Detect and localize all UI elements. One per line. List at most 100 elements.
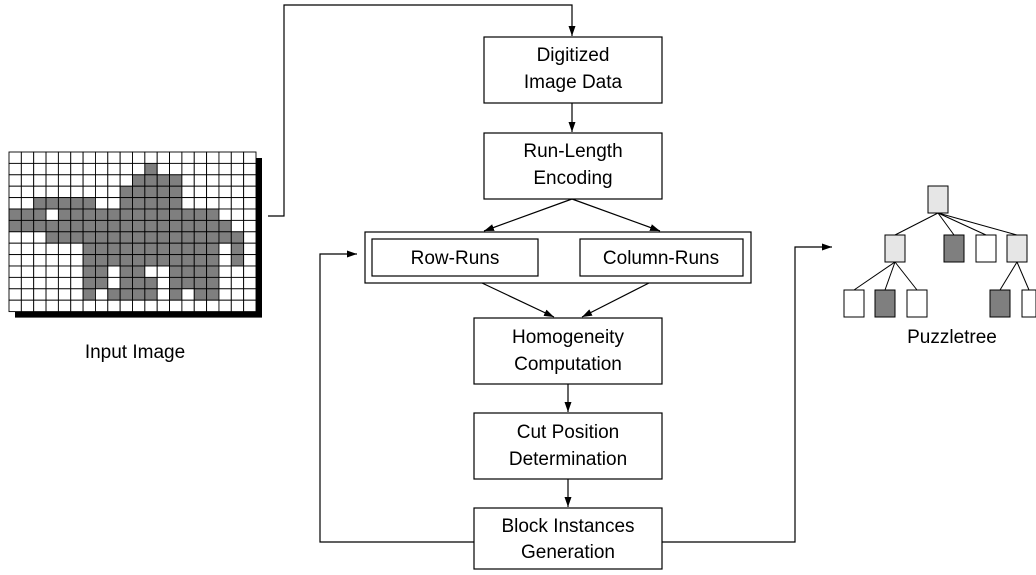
pixel-empty [218, 162, 232, 176]
pixel-filled [193, 208, 208, 221]
tree-edge [937, 212, 955, 236]
pixel-filled [20, 219, 35, 233]
pixel-filled [181, 208, 195, 221]
pixel-filled [45, 219, 59, 233]
tree-edge [937, 212, 987, 236]
pixel-filled [107, 219, 121, 233]
rle-label-line2: Encoding [533, 168, 612, 189]
pixel-empty [218, 288, 232, 301]
pixel-empty [70, 254, 84, 267]
pixel-empty [20, 288, 35, 301]
pixel-empty [119, 151, 133, 164]
pixel-filled [206, 276, 220, 290]
pixel-empty [8, 197, 22, 210]
pixel-empty [230, 288, 245, 301]
pixel-filled [206, 288, 220, 301]
pixel-empty [20, 174, 35, 187]
pixel-filled [156, 197, 170, 210]
pixel-empty [33, 185, 47, 199]
column-runs-box [579, 238, 744, 277]
pixel-filled [156, 231, 170, 244]
pixel-empty [243, 197, 257, 210]
pixel-filled [169, 208, 183, 221]
pixel-filled [82, 208, 96, 221]
pixel-empty [243, 185, 257, 199]
pixel-empty [156, 151, 170, 164]
pixel-filled [132, 254, 146, 267]
pixel-filled [132, 231, 146, 244]
pixel-empty [94, 299, 109, 313]
pixel-empty [243, 299, 257, 313]
pixel-filled [119, 276, 133, 290]
pixel-empty [70, 174, 84, 187]
homogeneity-computation-box: Homogeneity Computation [473, 317, 663, 385]
pixel-filled [107, 254, 121, 267]
puzzletree-graphic [843, 185, 1036, 318]
pixel-filled [119, 242, 133, 256]
pixel-empty [33, 174, 47, 187]
pixel-filled [169, 219, 183, 233]
pixel-empty [33, 299, 47, 313]
pixel-empty [107, 185, 121, 199]
pixel-empty [218, 197, 232, 210]
pixel-filled [218, 231, 232, 244]
pixel-empty [243, 208, 257, 221]
pixel-empty [206, 174, 220, 187]
pixel-filled [94, 208, 109, 221]
pixel-empty [57, 185, 72, 199]
pixel-filled [82, 219, 96, 233]
pixel-empty [8, 288, 22, 301]
pixel-filled [144, 174, 158, 187]
pixel-filled [169, 288, 183, 301]
pixel-empty [70, 185, 84, 199]
pixel-empty [218, 151, 232, 164]
pixel-empty [218, 276, 232, 290]
pixel-filled [193, 265, 208, 278]
pixel-empty [94, 197, 109, 210]
pixel-empty [70, 151, 84, 164]
pixel-empty [57, 151, 72, 164]
pixel-empty [20, 242, 35, 256]
pixel-filled [94, 265, 109, 278]
pixel-empty [243, 231, 257, 244]
pixel-empty [230, 299, 245, 313]
pixel-filled [144, 231, 158, 244]
pixel-empty [20, 254, 35, 267]
pixel-filled [144, 288, 158, 301]
pixel-empty [45, 299, 59, 313]
pixel-filled [193, 254, 208, 267]
pixel-filled [70, 231, 84, 244]
pixel-empty [206, 162, 220, 176]
pixel-empty [181, 162, 195, 176]
pixel-empty [144, 151, 158, 164]
pixel-empty [230, 197, 245, 210]
tree-edge [999, 261, 1018, 291]
pixel-filled [94, 276, 109, 290]
pixel-empty [20, 276, 35, 290]
pixel-empty [107, 265, 121, 278]
pixel-filled [230, 231, 245, 244]
pixel-empty [8, 231, 22, 244]
pixel-empty [70, 276, 84, 290]
pixel-filled [169, 254, 183, 267]
pixel-empty [156, 288, 170, 301]
pixel-empty [33, 276, 47, 290]
pixel-empty [119, 174, 133, 187]
input-image-caption: Input Image [85, 342, 185, 363]
pixel-empty [218, 265, 232, 278]
pixel-empty [8, 276, 22, 290]
pixel-empty [20, 265, 35, 278]
pixel-empty [218, 242, 232, 256]
column-runs-label: Column-Runs [603, 248, 719, 269]
pixel-empty [45, 174, 59, 187]
pixel-empty [230, 265, 245, 278]
pixel-empty [8, 151, 22, 164]
pixel-empty [193, 151, 208, 164]
pixel-filled [144, 242, 158, 256]
pixel-empty [181, 185, 195, 199]
pixel-filled [132, 219, 146, 233]
pixel-empty [20, 299, 35, 313]
pixel-empty [33, 288, 47, 301]
pixel-empty [230, 151, 245, 164]
